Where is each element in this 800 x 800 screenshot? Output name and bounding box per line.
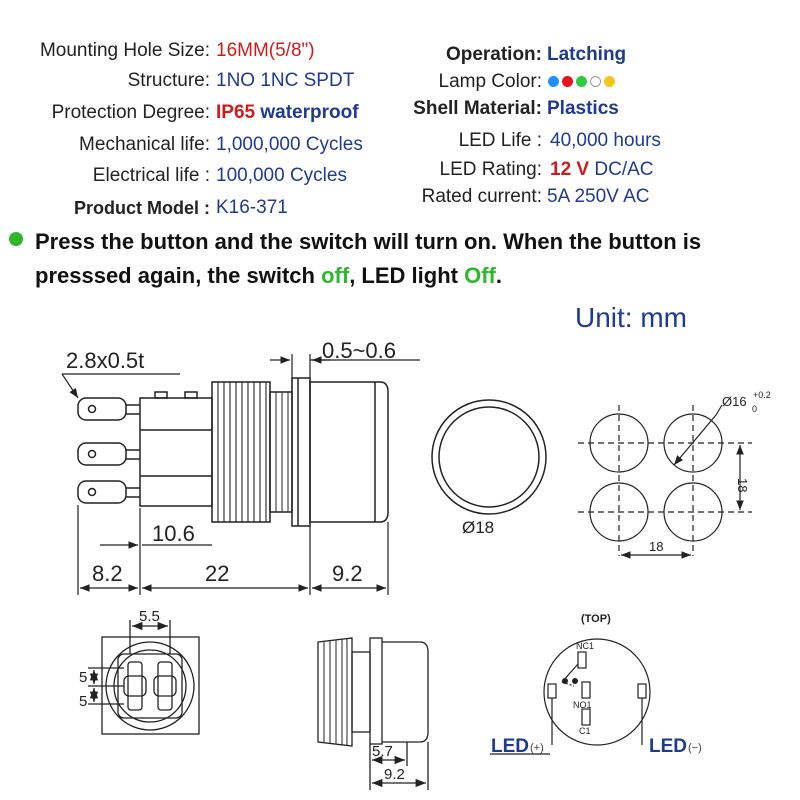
- dim-hole-tolerance-upper: +0.2: [753, 390, 771, 400]
- lamp-color-swatches: [548, 71, 618, 93]
- dim-8-2: 8.2: [92, 561, 123, 586]
- waterproof-label: waterproof: [260, 102, 359, 123]
- side-view-dimensions: [61, 354, 420, 595]
- dim-bottom-5-5: 5.5: [139, 608, 160, 625]
- wiring-led-negative-sign: (−): [688, 742, 702, 754]
- spec-list-right: Operation: Latching Lamp Color: Shell Ma…: [400, 44, 800, 244]
- wiring-led-negative-label: LED: [649, 736, 687, 757]
- lamp-color-white-icon: [590, 76, 601, 88]
- wiring-top-label: (TOP): [581, 613, 611, 625]
- dim-hole-spacing-vertical: 18: [735, 478, 750, 492]
- dim-front-diameter: Ø18: [462, 518, 494, 537]
- wiring-diagram: [490, 638, 651, 755]
- spec-value-shell: Plastics: [547, 98, 619, 119]
- led-voltage: 12 V: [550, 159, 590, 180]
- side-profile-drawing: [317, 637, 429, 790]
- dim-10-6: 10.6: [152, 521, 195, 546]
- wiring-contact-dot: [572, 678, 578, 684]
- ip-rating: IP65: [216, 102, 256, 123]
- spec-value-product-model: K16-371: [216, 197, 288, 218]
- lamp-color-yellow-icon: [604, 76, 615, 88]
- spec-label-electrical-life: Electrical life :: [92, 165, 210, 186]
- wiring-contact-dot: [562, 678, 568, 684]
- dim-panel-gap: 0.5~0.6: [322, 338, 396, 363]
- spec-value-structure: 1NO 1NC SPDT: [216, 70, 355, 91]
- dim-bottom-5-lower: 5: [79, 693, 87, 710]
- spec-label-product-model: Product Model :: [74, 198, 210, 218]
- spec-label-lamp-color: Lamp Color:: [438, 71, 543, 92]
- spec-value-mounting-hole: 16MM(5/8"): [216, 40, 315, 61]
- bottom-view-drawing: [88, 620, 200, 735]
- bullet-icon: [9, 232, 23, 246]
- dim-side-5-7: 5.7: [372, 743, 393, 760]
- spec-value-led-rating: 12 V DC/AC: [550, 159, 654, 181]
- spec-value-mechanical-life: 1,000,000 Cycles: [216, 134, 363, 155]
- description-line-2: presssed again, the switch off, LED ligh…: [35, 263, 502, 289]
- dim-hole-diameter: Ø16: [722, 394, 747, 409]
- spec-label-led-rating: LED Rating:: [439, 159, 542, 180]
- dim-side-9-2: 9.2: [384, 766, 405, 783]
- description-off-2: Off: [464, 263, 496, 288]
- spec-value-led-life: 40,000 hours: [550, 130, 661, 151]
- wiring-nc1-label: NC1: [576, 641, 594, 651]
- spec-label-operation: Operation:: [445, 44, 542, 65]
- spec-list-left: Mounting Hole Size: 16MM(5/8") Structure…: [0, 40, 420, 240]
- dim-hole-spacing-horizontal: 18: [649, 539, 663, 554]
- description-text-a: presssed again, the switch: [35, 263, 322, 288]
- dim-bottom-5-upper: 5: [79, 669, 87, 686]
- spec-value-operation: Latching: [547, 44, 627, 65]
- description-off-1: off: [321, 263, 350, 288]
- front-view-drawing: [431, 399, 547, 515]
- wiring-no1-label: NO1: [573, 700, 592, 710]
- spec-value-electrical-life: 100,000 Cycles: [216, 165, 347, 186]
- description-text-c: , LED light: [349, 263, 465, 288]
- lamp-color-green-icon: [576, 76, 587, 88]
- side-view-drawing: [77, 377, 389, 527]
- unit-label: Unit: mm: [575, 302, 687, 333]
- spec-label-mounting-hole: Mounting Hole Size:: [39, 40, 210, 61]
- lamp-color-blue-icon: [548, 76, 559, 88]
- description-line-1: Press the button and the switch will tur…: [35, 229, 702, 254]
- dim-terminal-size: 2.8x0.5t: [66, 348, 144, 373]
- wiring-led-positive-label: LED: [491, 736, 529, 757]
- wiring-led-positive-sign: (+): [530, 742, 544, 754]
- lamp-color-red-icon: [562, 76, 573, 88]
- spec-label-mechanical-life: Mechanical life:: [79, 134, 210, 155]
- description-text-e: .: [495, 263, 502, 288]
- spec-value-rated-current: 5A 250V AC: [547, 186, 650, 207]
- dim-9-2: 9.2: [332, 561, 363, 586]
- spec-label-rated-current: Rated current:: [421, 186, 542, 207]
- spec-label-shell: Shell Material:: [413, 98, 542, 119]
- spec-label-led-life: LED Life :: [458, 130, 542, 151]
- panel-cutout-drawing: [578, 404, 752, 559]
- led-current-type: DC/AC: [594, 159, 654, 180]
- dim-22: 22: [205, 561, 229, 586]
- spec-value-protection: IP65 waterproof: [216, 102, 359, 124]
- spec-label-structure: Structure:: [127, 70, 210, 91]
- spec-label-protection: Protection Degree:: [51, 102, 210, 123]
- wiring-c1-label: C1: [579, 726, 591, 736]
- dim-hole-tolerance-lower: 0: [752, 404, 757, 414]
